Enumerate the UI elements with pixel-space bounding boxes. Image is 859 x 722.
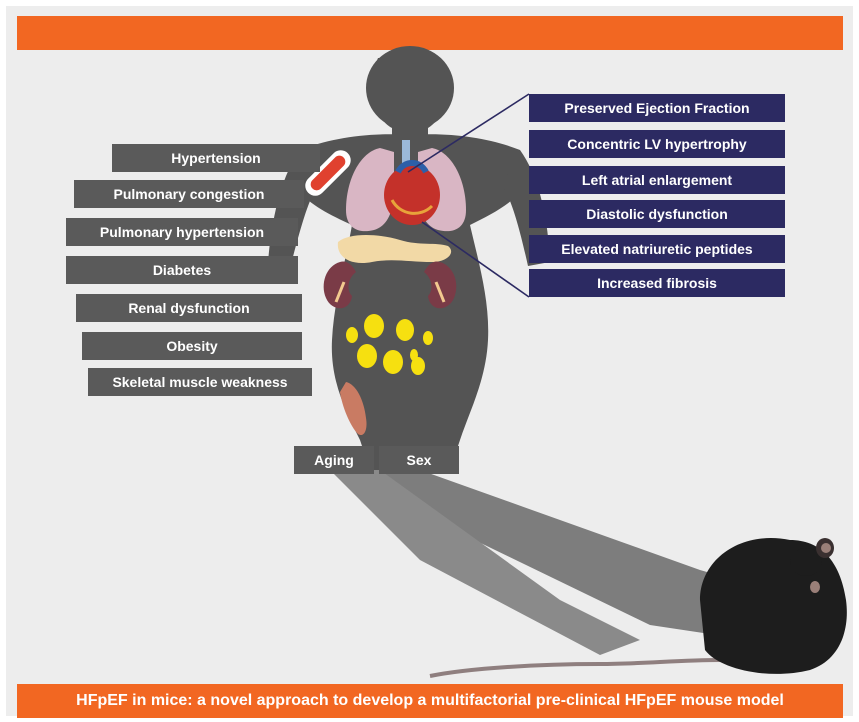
cardiac-feature-label: Left atrial enlargement bbox=[529, 166, 785, 194]
header-bar bbox=[17, 16, 843, 50]
heart-icon bbox=[384, 160, 440, 225]
risk-factor-label: Pulmonary hypertension bbox=[66, 218, 298, 246]
kidney-icon bbox=[323, 261, 356, 309]
sex-label: Sex bbox=[379, 446, 459, 474]
footer-title: HFpEF in mice: a novel approach to devel… bbox=[17, 684, 843, 718]
pancreas-icon bbox=[337, 235, 452, 264]
connector-lines bbox=[407, 93, 530, 298]
shadow-band-upper bbox=[330, 470, 770, 640]
fat-cells-icon bbox=[346, 314, 433, 375]
risk-factor-label: Diabetes bbox=[66, 256, 298, 284]
cardiac-feature-label: Increased fibrosis bbox=[529, 269, 785, 297]
risk-factor-label: Skeletal muscle weakness bbox=[88, 368, 312, 396]
risk-factor-label: Pulmonary congestion bbox=[74, 180, 304, 208]
shadow-band-lower bbox=[330, 470, 640, 655]
risk-factor-label: Obesity bbox=[82, 332, 302, 360]
cardiac-feature-label: Diastolic dysfunction bbox=[529, 200, 785, 228]
risk-factor-label: Renal dysfunction bbox=[76, 294, 302, 322]
cardiac-feature-label: Concentric LV hypertrophy bbox=[529, 130, 785, 158]
cardiac-feature-label: Preserved Ejection Fraction bbox=[529, 94, 785, 122]
cardiac-feature-label: Elevated natriuretic peptides bbox=[529, 235, 785, 263]
mouse-icon bbox=[429, 538, 847, 678]
aging-label: Aging bbox=[294, 446, 374, 474]
blood-vessel-icon bbox=[305, 150, 351, 196]
kidney-icon bbox=[424, 261, 457, 309]
risk-factor-label: Hypertension bbox=[112, 144, 320, 172]
muscle-icon bbox=[340, 382, 367, 436]
